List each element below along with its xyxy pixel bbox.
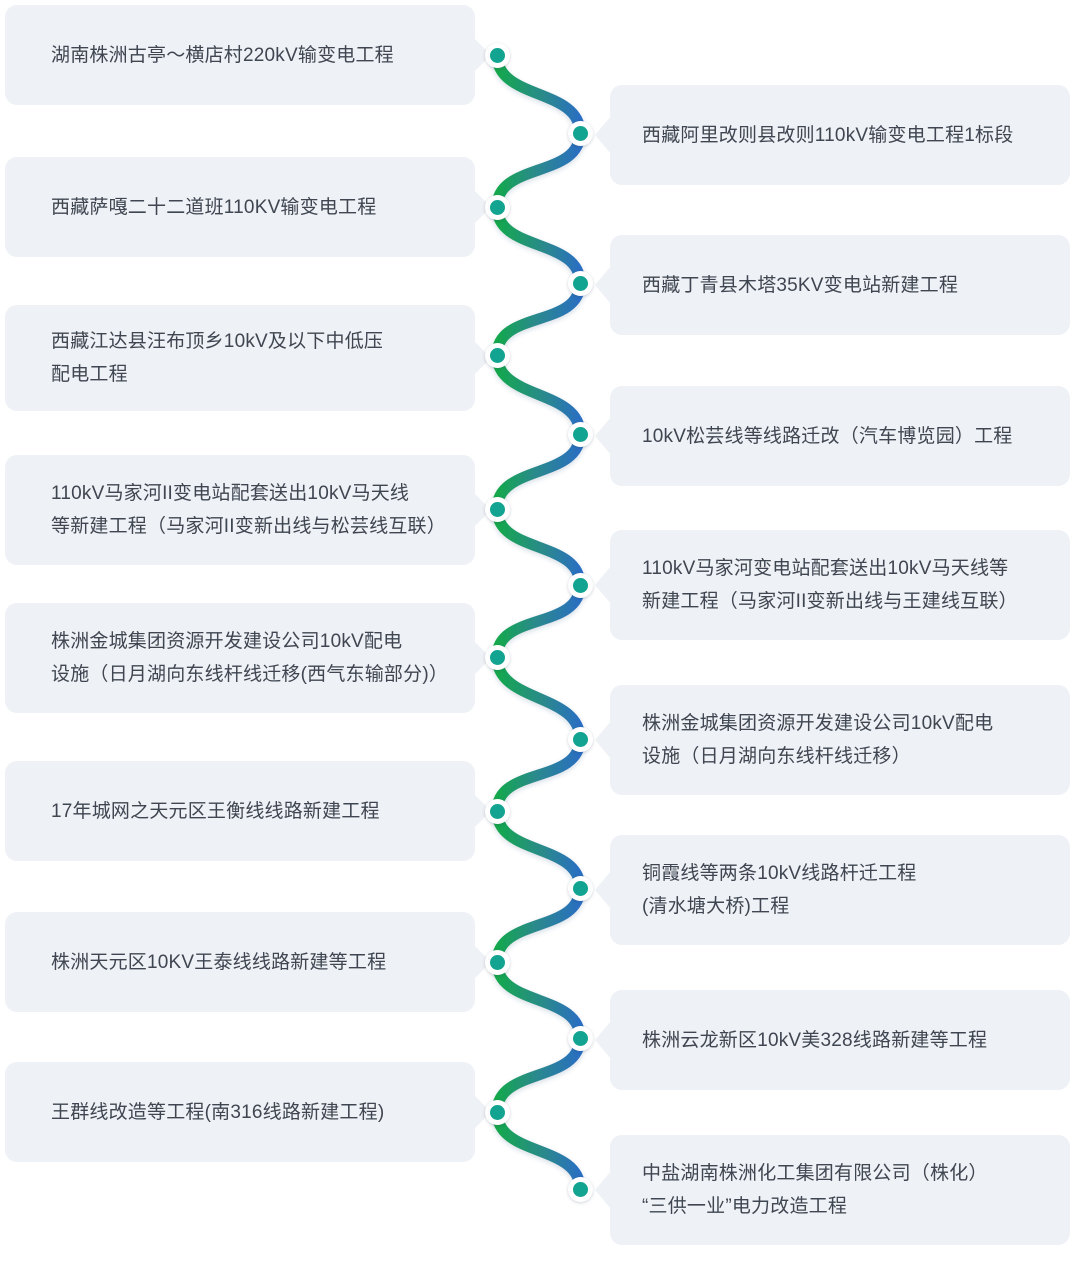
timeline-card-label: 株洲金城集团资源开发建设公司10kV配电 设施（日月湖向东线杆线迁移） xyxy=(642,713,994,767)
timeline-node-3[interactable] xyxy=(484,194,510,220)
timeline-card-label: 10kV松芸线等线路迁改（汽车博览园）工程 xyxy=(642,425,1013,447)
timeline-card-left-8[interactable]: 王群线改造等工程(南316线路新建工程) xyxy=(5,1062,491,1162)
chevron-left-notch-icon xyxy=(595,871,611,909)
timeline-node-14[interactable] xyxy=(567,1025,593,1051)
chevron-left-notch-icon xyxy=(595,1171,611,1209)
timeline-card-right-1[interactable]: 西藏阿里改则县改则110kV输变电工程1标段 xyxy=(595,85,1070,185)
timeline-node-13[interactable] xyxy=(484,949,510,975)
timeline-card-label: 中盐湖南株洲化工集团有限公司（株化） “三供一业”电力改造工程 xyxy=(642,1163,988,1217)
timeline-card-label: 17年城网之天元区王衡线线路新建工程 xyxy=(51,800,380,822)
timeline-card-label: 铜霞线等两条10kV线路杆迁工程 (清水塘大桥)工程 xyxy=(642,863,917,917)
timeline-card-right-7[interactable]: 株洲云龙新区10kV美328线路新建等工程 xyxy=(595,990,1070,1090)
timeline-card-label: 110kV马家河变电站配套送出10kV马天线等 新建工程（马家河II变新出线与王… xyxy=(642,558,1018,612)
timeline-card-label: 株洲云龙新区10kV美328线路新建等工程 xyxy=(642,1029,988,1051)
timeline-node-15[interactable] xyxy=(484,1099,510,1125)
timeline-node-7[interactable] xyxy=(484,496,510,522)
timeline-card-right-6[interactable]: 铜霞线等两条10kV线路杆迁工程 (清水塘大桥)工程 xyxy=(595,835,1070,945)
timeline-card-right-3[interactable]: 10kV松芸线等线路迁改（汽车博览园）工程 xyxy=(595,386,1070,486)
timeline-node-10[interactable] xyxy=(567,726,593,752)
timeline-card-label: 西藏萨嘎二十二道班110KV输变电工程 xyxy=(51,196,377,218)
chevron-left-notch-icon xyxy=(595,721,611,759)
timeline-card-label: 西藏丁青县木塔35KV变电站新建工程 xyxy=(642,274,959,296)
timeline-card-right-5[interactable]: 株洲金城集团资源开发建设公司10kV配电 设施（日月湖向东线杆线迁移） xyxy=(595,685,1070,795)
chevron-left-notch-icon xyxy=(595,417,611,455)
chevron-left-notch-icon xyxy=(595,116,611,154)
timeline-card-label: 西藏阿里改则县改则110kV输变电工程1标段 xyxy=(642,124,1014,146)
timeline-card-label: 株洲天元区10KV王泰线线路新建等工程 xyxy=(51,951,387,973)
timeline-card-left-6[interactable]: 17年城网之天元区王衡线线路新建工程 xyxy=(5,761,491,861)
timeline-card-left-1[interactable]: 湖南株洲古亭～横店村220kV输变电工程 xyxy=(5,5,491,105)
timeline-card-left-7[interactable]: 株洲天元区10KV王泰线线路新建等工程 xyxy=(5,912,491,1012)
timeline-card-right-2[interactable]: 西藏丁青县木塔35KV变电站新建工程 xyxy=(595,235,1070,335)
chevron-left-notch-icon xyxy=(595,266,611,304)
timeline-card-left-5[interactable]: 株洲金城集团资源开发建设公司10kV配电 设施（日月湖向东线杆线迁移(西气东输部… xyxy=(5,603,491,713)
timeline-node-9[interactable] xyxy=(484,644,510,670)
timeline-card-label: 西藏江达县汪布顶乡10kV及以下中低压 配电工程 xyxy=(51,331,384,385)
timeline-card-label: 湖南株洲古亭～横店村220kV输变电工程 xyxy=(51,44,394,66)
timeline-node-8[interactable] xyxy=(567,572,593,598)
timeline-card-left-4[interactable]: 110kV马家河II变电站配套送出10kV马天线 等新建工程（马家河II变新出线… xyxy=(5,455,491,565)
timeline-node-16[interactable] xyxy=(567,1176,593,1202)
timeline-node-4[interactable] xyxy=(567,270,593,296)
timeline-card-left-2[interactable]: 西藏萨嘎二十二道班110KV输变电工程 xyxy=(5,157,491,257)
timeline-card-label: 王群线改造等工程(南316线路新建工程) xyxy=(51,1101,385,1123)
chevron-left-notch-icon xyxy=(595,1021,611,1059)
timeline-card-right-4[interactable]: 110kV马家河变电站配套送出10kV马天线等 新建工程（马家河II变新出线与王… xyxy=(595,530,1070,640)
timeline-node-11[interactable] xyxy=(484,798,510,824)
timeline-card-label: 株洲金城集团资源开发建设公司10kV配电 设施（日月湖向东线杆线迁移(西气东输部… xyxy=(51,631,449,685)
timeline-node-1[interactable] xyxy=(484,42,510,68)
timeline-node-2[interactable] xyxy=(567,120,593,146)
timeline-node-12[interactable] xyxy=(567,875,593,901)
timeline-card-left-3[interactable]: 西藏江达县汪布顶乡10kV及以下中低压 配电工程 xyxy=(5,305,491,411)
timeline-card-label: 110kV马家河II变电站配套送出10kV马天线 等新建工程（马家河II变新出线… xyxy=(51,483,446,537)
timeline-node-6[interactable] xyxy=(567,421,593,447)
timeline-node-5[interactable] xyxy=(484,342,510,368)
timeline-card-right-8[interactable]: 中盐湖南株洲化工集团有限公司（株化） “三供一业”电力改造工程 xyxy=(595,1135,1070,1245)
chevron-left-notch-icon xyxy=(595,566,611,604)
